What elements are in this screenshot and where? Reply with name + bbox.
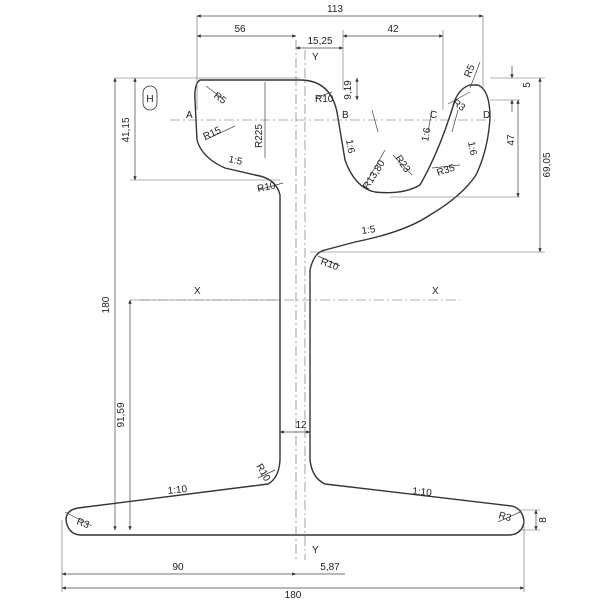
radius-r3-head: R3 (450, 97, 467, 114)
radius-r13-80: R13,80 (361, 158, 388, 192)
slope-inner-b: 1:6 (420, 126, 433, 142)
radius-r15: R15 (202, 125, 224, 143)
slope-inner-a: 1:6 (343, 139, 356, 155)
radius-r3-foot-right: R3 (497, 510, 513, 524)
slope-head-right: 1:5 (361, 224, 377, 237)
radius-leaders (64, 61, 521, 527)
dim-height-5: 5 (522, 82, 533, 88)
slope-head-left: 1:5 (227, 154, 243, 168)
dimension-lines (61, 14, 542, 590)
dim-foot-edge: 8 (538, 517, 549, 523)
radius-r5-left: R5 (211, 90, 228, 107)
dim-head-height: 41,15 (121, 117, 132, 142)
dim-base-width: 180 (285, 590, 302, 600)
dim-height-47: 47 (506, 134, 517, 146)
radius-r10-neck-right: R10 (319, 256, 340, 273)
radius-r225: R225 (254, 124, 265, 148)
slope-foot-right: 1:10 (412, 486, 433, 499)
point-b: B (342, 110, 349, 121)
axis-y-top: Y (312, 52, 319, 63)
axis-x-left: X (194, 286, 201, 297)
dim-axis-offset: 5,87 (320, 562, 340, 573)
radius-r35: R35 (436, 163, 457, 179)
point-a: A (186, 110, 193, 121)
extension-lines (61, 16, 545, 592)
rail-outline (65, 79, 525, 536)
axis-y-bottom: Y (312, 545, 319, 556)
dim-web-offset: 15,25 (307, 36, 332, 47)
radius-r5-right: R5 (463, 63, 478, 79)
height-marker-box (142, 85, 158, 111)
point-c: C (430, 110, 437, 121)
point-d: D (483, 110, 490, 121)
slope-inner-c: 1:6 (465, 141, 478, 157)
dim-top-width: 113 (327, 4, 343, 15)
dim-head-right: 42 (387, 24, 399, 35)
radius-r10-head: R10 (315, 94, 334, 105)
dim-height-69: 69,05 (542, 152, 553, 177)
radius-r10-foot: R10 (253, 462, 272, 484)
dim-height-total: 180 (101, 296, 112, 313)
radius-r10-neck-left: R10 (256, 180, 277, 195)
dim-head-left: 56 (234, 24, 246, 35)
height-marker-label: H (146, 94, 153, 105)
dim-neutral-axis: 91,59 (116, 402, 127, 427)
dim-base-half: 90 (172, 562, 184, 573)
radius-r3-foot-left: R3 (75, 516, 91, 531)
axis-x-right: X (432, 286, 439, 297)
slope-foot-left: 1:10 (167, 484, 188, 497)
dim-web-thickness: 12 (295, 420, 307, 431)
dim-head-gap: 9,19 (343, 80, 354, 100)
